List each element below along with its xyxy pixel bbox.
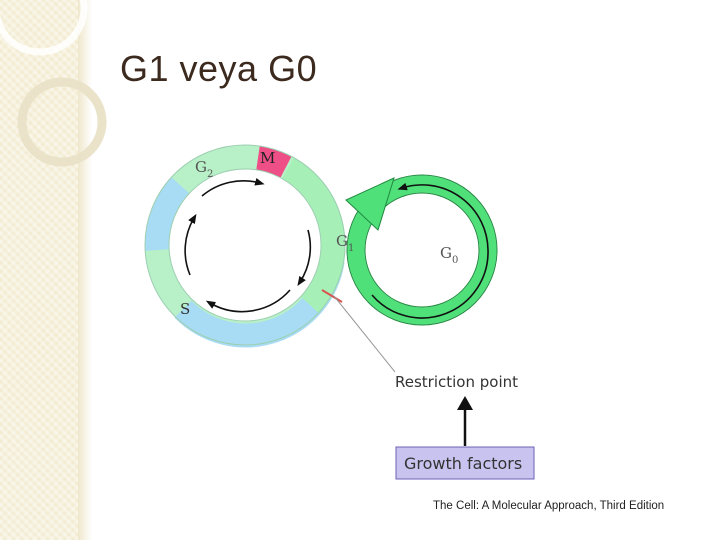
growth-factors-box	[395, 446, 535, 480]
label-g0: G0	[440, 244, 458, 266]
cycle-inner-arrow-left	[184, 213, 197, 276]
label-m: M	[260, 149, 275, 167]
growth-factor-arrowhead	[457, 396, 473, 410]
cycle-center	[173, 173, 317, 317]
cycle-ring-inner-outline	[168, 168, 322, 322]
label-g2: G2	[195, 158, 213, 180]
m-phase-arc	[255, 146, 292, 178]
cycle-inner-arrow-bottom	[205, 289, 291, 313]
g0-ring-outline-inner	[364, 192, 480, 308]
cycle-ring-outer-outline	[144, 144, 346, 346]
restriction-point-label: Restriction point	[395, 373, 518, 391]
side-strip-edge	[78, 0, 92, 540]
growth-factors-label: Growth factors	[404, 454, 522, 473]
source-credit: The Cell: A Molecular Approach, Third Ed…	[433, 500, 665, 512]
g0-inner-arrow	[371, 182, 489, 319]
cell-cycle-diagram: M G2 S G1 G0 Restriction point Growth fa…	[144, 144, 535, 480]
cycle-inner-arrow-right	[297, 229, 312, 287]
restriction-point-mark	[321, 289, 343, 303]
slide-title: G1 veya G0	[120, 48, 318, 89]
label-s: S	[180, 300, 190, 318]
g0-return-arrowhead	[345, 177, 395, 231]
restriction-point-leader	[333, 295, 396, 373]
decorative-circles	[0, 0, 107, 167]
label-g1: G1	[336, 232, 354, 254]
cycle-inner-arrow-top	[201, 178, 265, 197]
s-phase-arc-top	[145, 176, 190, 251]
g1-phase-arc	[281, 157, 346, 314]
g0-ring-outline-outer	[346, 174, 498, 326]
